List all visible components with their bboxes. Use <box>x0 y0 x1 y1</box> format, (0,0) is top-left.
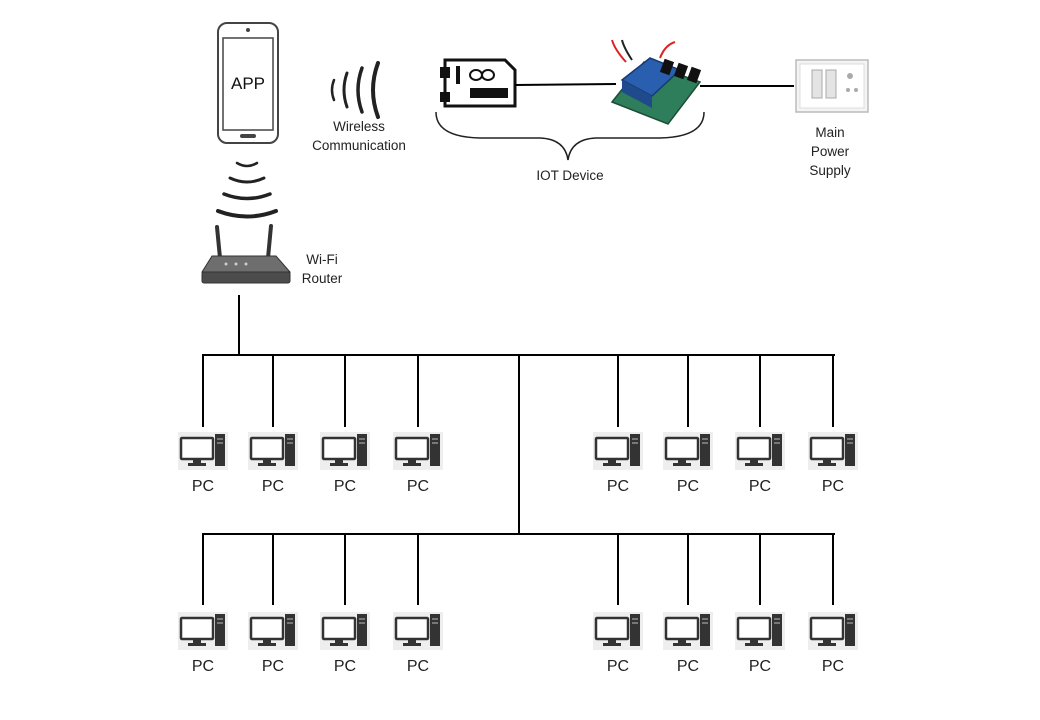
computer-icon <box>808 612 858 650</box>
computer-icon <box>663 432 713 470</box>
pc-icons <box>178 432 858 650</box>
pc-drop-lines <box>202 355 834 605</box>
pc-label: PC <box>748 478 772 495</box>
wifi-router-icon <box>201 224 292 284</box>
network-bus <box>202 295 835 535</box>
pc-label: PC <box>406 658 430 675</box>
computer-icon <box>248 432 298 470</box>
pc-label: PC <box>191 658 215 675</box>
smartphone-icon <box>217 22 279 144</box>
iot-device-label: IOT Device <box>536 168 604 183</box>
switchboard-icon <box>795 59 869 113</box>
main-power-supply-label: Main Power Supply <box>809 125 851 178</box>
pc-label: PC <box>606 658 630 675</box>
computer-icon <box>178 432 228 470</box>
pc-label: PC <box>821 478 845 495</box>
computer-icon <box>593 612 643 650</box>
computer-icon <box>393 432 443 470</box>
arduino-board-icon <box>440 58 517 108</box>
wireless-communication-label: Wireless Communication <box>312 119 406 153</box>
app-label: APP <box>230 74 266 93</box>
computer-icon <box>178 612 228 650</box>
pc-label: PC <box>191 478 215 495</box>
computer-icon <box>320 612 370 650</box>
computer-icon <box>735 612 785 650</box>
computer-icon <box>248 612 298 650</box>
pc-label: PC <box>261 478 285 495</box>
pc-label: PC <box>333 658 357 675</box>
pc-label: PC <box>676 478 700 495</box>
computer-icon <box>735 432 785 470</box>
pc-label: PC <box>821 658 845 675</box>
iot-connections <box>514 83 794 87</box>
iot-brace <box>435 111 705 161</box>
computer-icon <box>808 432 858 470</box>
computer-icon <box>663 612 713 650</box>
relay-module-icon <box>610 39 702 125</box>
pc-label: PC <box>406 478 430 495</box>
computer-icon <box>320 432 370 470</box>
wifi-router-label: Wi-Fi Router <box>301 252 343 286</box>
computer-icon <box>593 432 643 470</box>
wireless-signal-icon <box>330 61 380 119</box>
pc-label: PC <box>333 478 357 495</box>
router-signal-icon <box>216 161 278 219</box>
pc-label: PC <box>606 478 630 495</box>
pc-label: PC <box>676 658 700 675</box>
computer-icon <box>393 612 443 650</box>
pc-label: PC <box>261 658 285 675</box>
pc-label: PC <box>748 658 772 675</box>
